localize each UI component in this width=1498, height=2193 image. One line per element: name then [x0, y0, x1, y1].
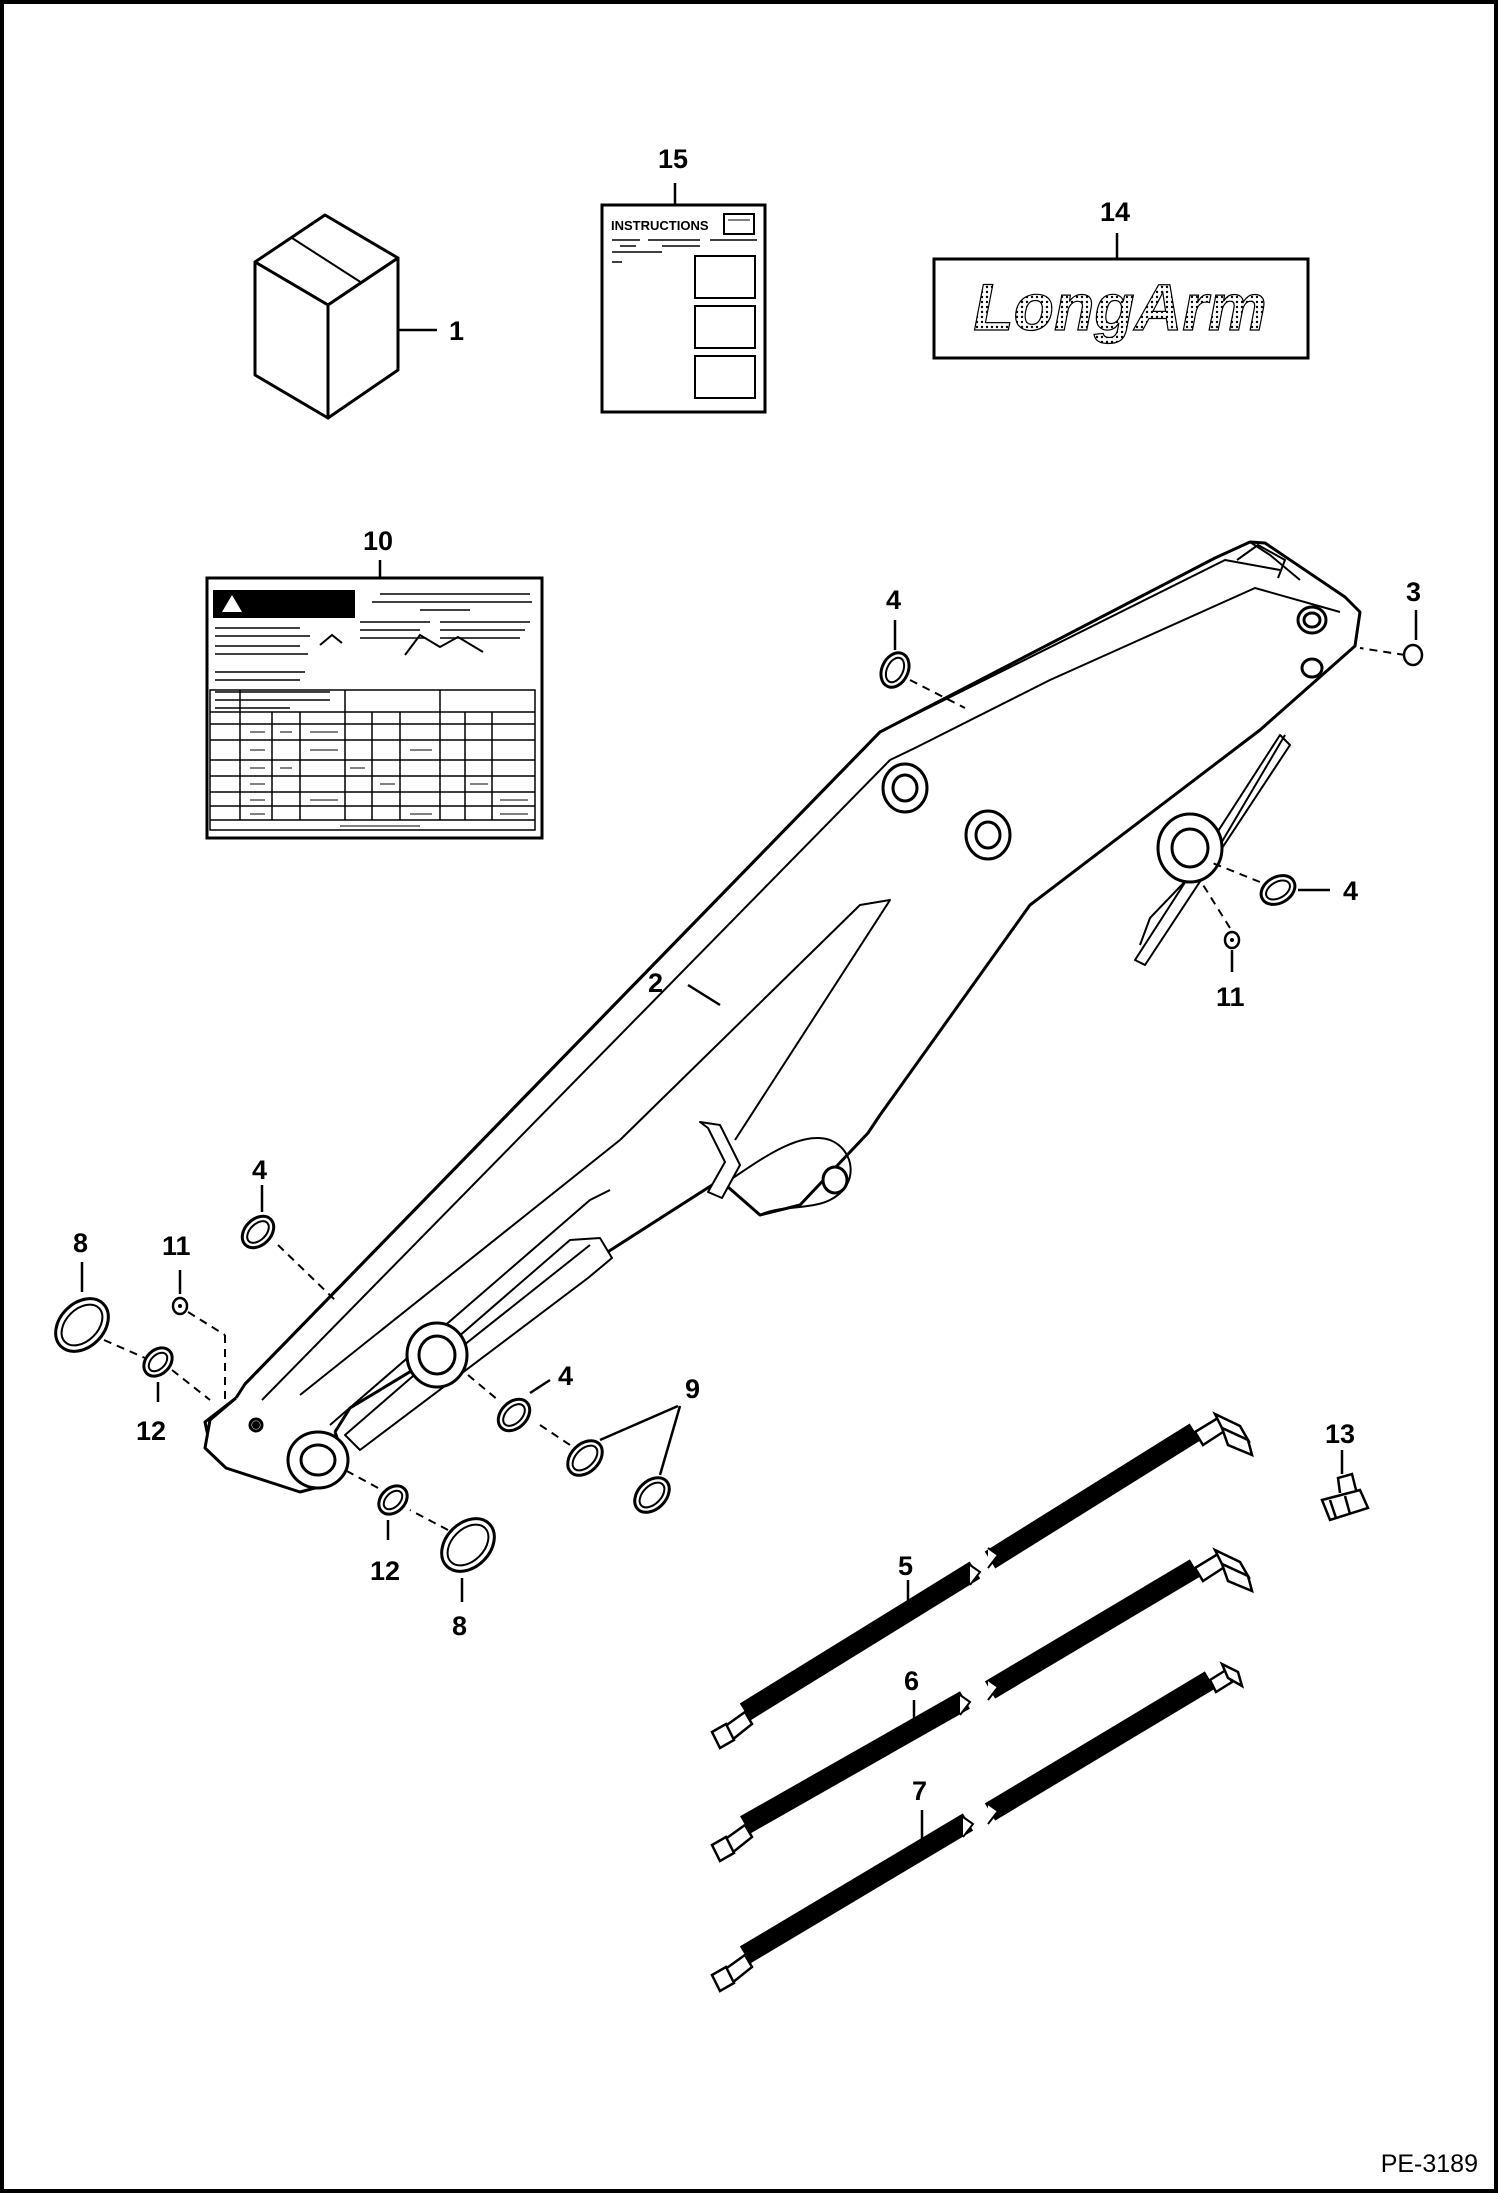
part-shim-ring-a: [566, 1439, 604, 1477]
callout-14: 14: [1100, 197, 1130, 227]
leader-3-dash: [1359, 647, 1406, 656]
part-instructions-sheet: INSTRUCTIONS: [600, 203, 767, 414]
part-longarm-decal: LongArm: [932, 257, 1310, 360]
page-code: PE-3189: [1381, 2150, 1478, 2178]
callout-4-left: 4: [252, 1155, 267, 1185]
leader-12b-dash: [344, 1469, 379, 1489]
leader-4c-dash: [277, 1244, 336, 1301]
callout-4-mid: 4: [558, 1361, 573, 1391]
callout-1: 1: [449, 316, 464, 346]
callout-2: 2: [648, 968, 663, 998]
callout-7: 7: [912, 1776, 927, 1806]
leader-11b-dash: [187, 1311, 226, 1336]
callout-5: 5: [898, 1551, 913, 1581]
leader-9a: [599, 1404, 679, 1442]
part-large-ring-left: [54, 1297, 110, 1353]
longarm-decal-text: LongArm: [973, 270, 1266, 344]
callout-3: 3: [1406, 577, 1421, 607]
callout-15: 15: [658, 144, 688, 174]
callout-8-bottom: 8: [452, 1611, 467, 1641]
leader-8b-dash: [409, 1509, 449, 1531]
callout-11-left: 11: [162, 1231, 191, 1261]
warning-heading: WARNING: [246, 596, 333, 616]
part-hose-5: [710, 1411, 1254, 1750]
instructions-sheet-title: INSTRUCTIONS: [611, 218, 709, 233]
leader-9-dash: [539, 1424, 571, 1446]
callout-12-left: 12: [136, 1416, 166, 1446]
callout-4-top: 4: [886, 585, 901, 615]
part-grease-fitting-right: [1223, 930, 1241, 950]
part-arm: [203, 540, 1362, 1494]
part-hose-7: [710, 1661, 1245, 1993]
leader-11a-dash: [1199, 879, 1231, 929]
leader-4d: [529, 1378, 551, 1395]
part-adapter-fitting: [1320, 1472, 1370, 1522]
leader-4a-dash: [909, 679, 966, 709]
part-shim-ring-b: [633, 1476, 671, 1514]
leader-4d-dash: [467, 1374, 499, 1401]
part-plug: [1402, 643, 1424, 667]
part-large-ring-bottom: [440, 1517, 496, 1573]
leader-8a-dash: [103, 1339, 146, 1359]
leader-9b: [658, 1405, 682, 1476]
leader-12a-dash: [171, 1369, 211, 1401]
part-oring-top: [879, 651, 911, 689]
callout-10: 10: [363, 526, 393, 556]
leader-2: [687, 983, 721, 1007]
callout-6: 6: [904, 1666, 919, 1696]
part-warning-decal: WARNING: [205, 576, 544, 840]
part-oring-left: [240, 1214, 276, 1250]
callout-11-right: 11: [1216, 982, 1245, 1012]
part-oring-mid: [496, 1397, 532, 1433]
part-oring-right: [1259, 874, 1297, 906]
callout-13: 13: [1325, 1419, 1355, 1449]
part-hose-6: [710, 1547, 1254, 1863]
callout-9: 9: [685, 1374, 700, 1404]
callout-4-right: 4: [1343, 876, 1358, 906]
leader-4b-dash: [1209, 861, 1261, 883]
part-box: [253, 213, 400, 420]
callout-8-left: 8: [73, 1228, 88, 1258]
part-small-ring-bottom: [377, 1484, 409, 1516]
part-grease-fitting-left: [171, 1296, 189, 1316]
callout-12-bottom: 12: [370, 1556, 400, 1586]
part-small-ring-left: [142, 1346, 174, 1378]
